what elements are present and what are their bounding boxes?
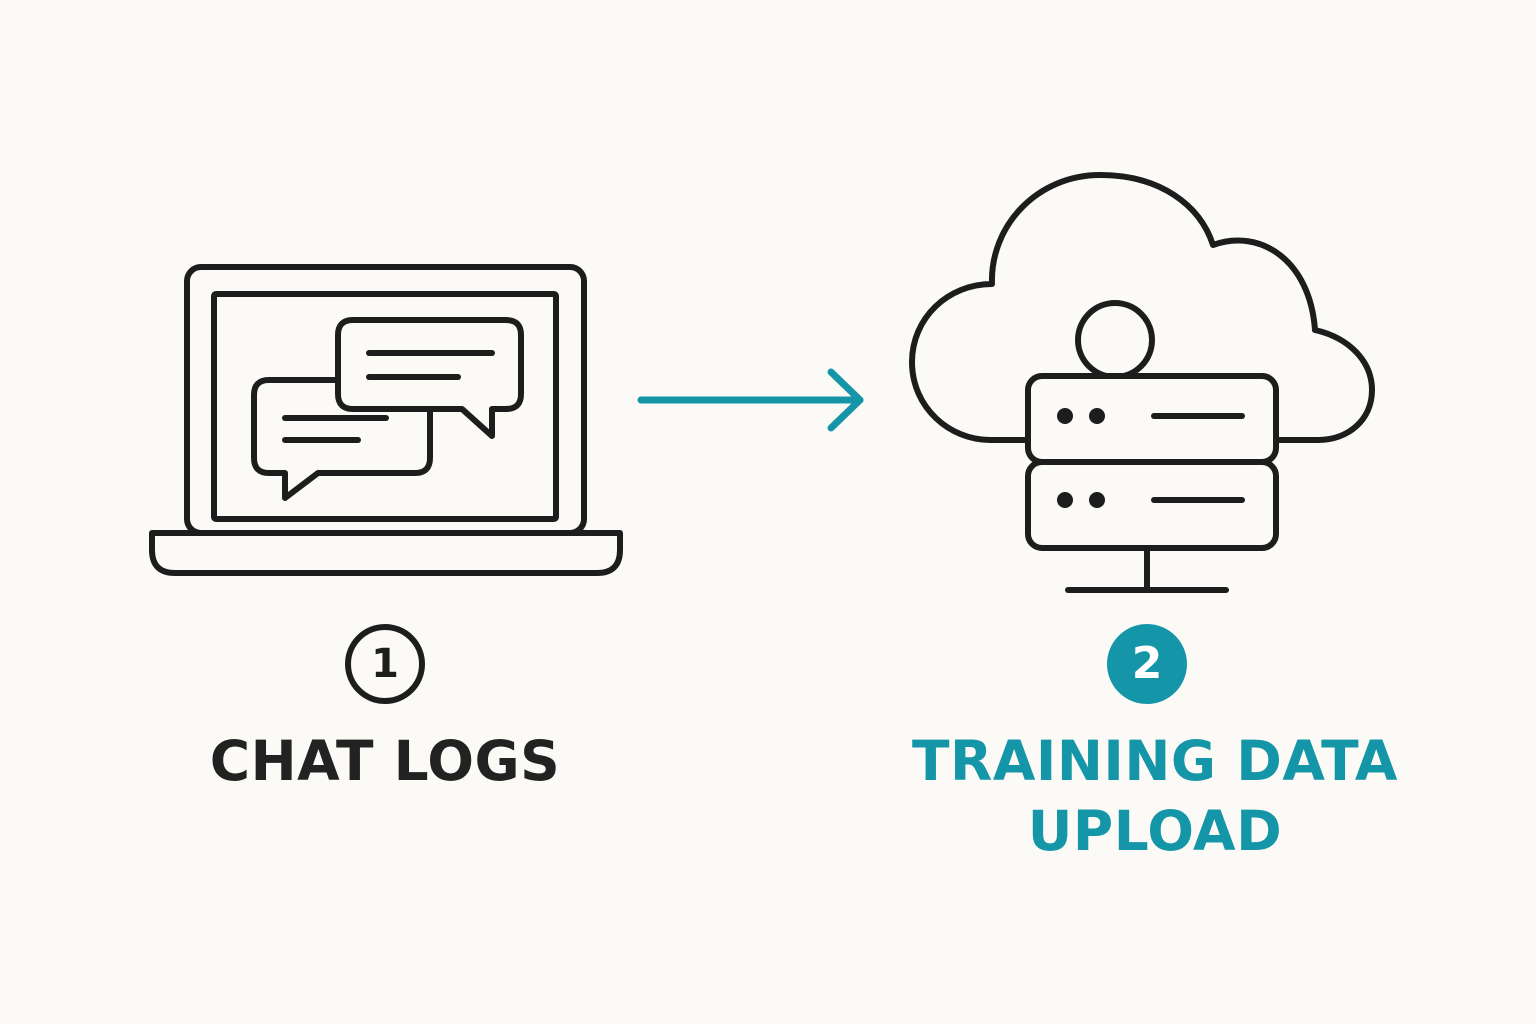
step-title: TRAINING DATA UPLOAD — [900, 726, 1410, 866]
step-title: CHAT LOGS — [209, 729, 561, 793]
step-number-badge: 2 — [1107, 624, 1187, 704]
server-unit-bottom — [1025, 459, 1279, 551]
step-number-badge: 1 — [345, 624, 425, 704]
cloud-outline — [909, 172, 1375, 443]
cloud-server-icon — [909, 172, 1375, 593]
step-title-line: UPLOAD — [1027, 799, 1283, 863]
user-head-icon — [1075, 300, 1155, 380]
laptop-screen — [211, 291, 559, 522]
step-title-line: TRAINING DATA — [912, 729, 1398, 793]
laptop-chat-icon — [149, 264, 623, 576]
arrow-right-icon — [637, 368, 864, 432]
server-lights — [1057, 408, 1105, 508]
laptop-base — [149, 530, 623, 576]
